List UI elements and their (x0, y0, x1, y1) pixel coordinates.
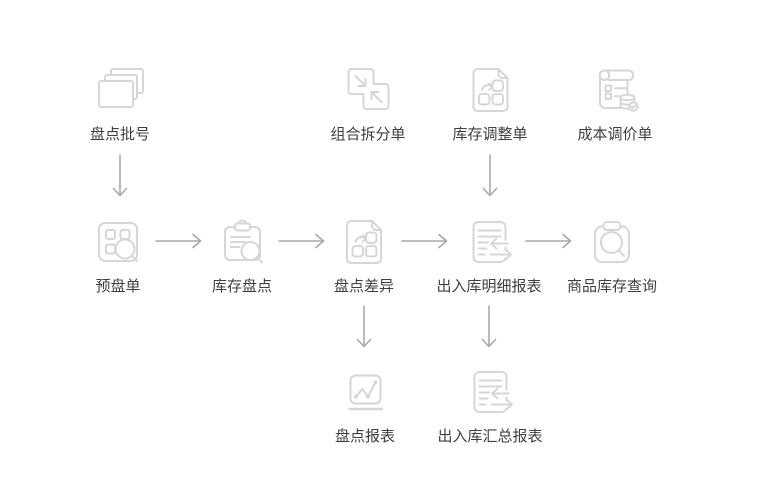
flow-arrow-right-detail-to-query (525, 233, 572, 249)
document-exchange-icon (472, 371, 514, 413)
node-label: 预盘单 (95, 278, 141, 295)
flow-arrow-down-adjust-to-detail (482, 154, 498, 197)
node-count-difference[interactable]: 盘点差异 (334, 214, 394, 296)
node-label: 出入库汇总报表 (437, 428, 543, 445)
node-inventory-adjust-order[interactable]: 库存调整单 (452, 62, 528, 144)
document-adjust-icon (471, 68, 508, 112)
flow-arrow-down-batch-to-precount (112, 154, 128, 197)
document-adjust-icon (345, 220, 382, 264)
flow-arrow-right-difference-to-detail (401, 233, 448, 249)
flow-arrow-right-precount-to-count (155, 233, 202, 249)
document-exchange-icon (471, 221, 513, 263)
node-label: 库存盘点 (211, 278, 273, 295)
node-pre-count-order[interactable]: 预盘单 (90, 214, 146, 296)
node-count-report[interactable]: 盘点报表 (335, 364, 395, 446)
node-combine-split-order[interactable]: 组合拆分单 (330, 62, 406, 144)
stacked-cards-icon (97, 68, 144, 108)
scroll-coins-icon (598, 69, 639, 112)
flow-arrow-down-detail-to-summary (481, 305, 497, 348)
node-label: 盘点差异 (333, 278, 395, 295)
node-label: 组合拆分单 (330, 126, 406, 143)
node-label: 商品库存查询 (566, 278, 658, 295)
node-label: 盘点批号 (89, 126, 151, 143)
node-label: 成本调价单 (577, 126, 653, 143)
node-product-inventory-query[interactable]: 商品库存查询 (567, 214, 657, 296)
node-inout-detail-report[interactable]: 出入库明细报表 (436, 214, 542, 296)
node-cost-price-adjust-order[interactable]: 成本调价单 (577, 62, 653, 144)
combine-split-icon (346, 68, 389, 110)
flow-arrow-down-difference-to-report (356, 305, 372, 348)
form-magnifier-icon (98, 222, 138, 262)
line-chart-icon (348, 374, 383, 411)
clipboard-lines-magnifier-icon (223, 219, 263, 264)
node-inout-summary-report[interactable]: 出入库汇总报表 (437, 364, 543, 446)
node-count-batch-number[interactable]: 盘点批号 (90, 62, 150, 144)
clipboard-magnifier-icon (593, 221, 630, 263)
node-label: 出入库明细报表 (436, 278, 542, 295)
node-label: 库存调整单 (452, 126, 528, 143)
node-inventory-count[interactable]: 库存盘点 (212, 214, 272, 296)
flow-arrow-right-count-to-difference (278, 233, 325, 249)
node-label: 盘点报表 (334, 428, 396, 445)
